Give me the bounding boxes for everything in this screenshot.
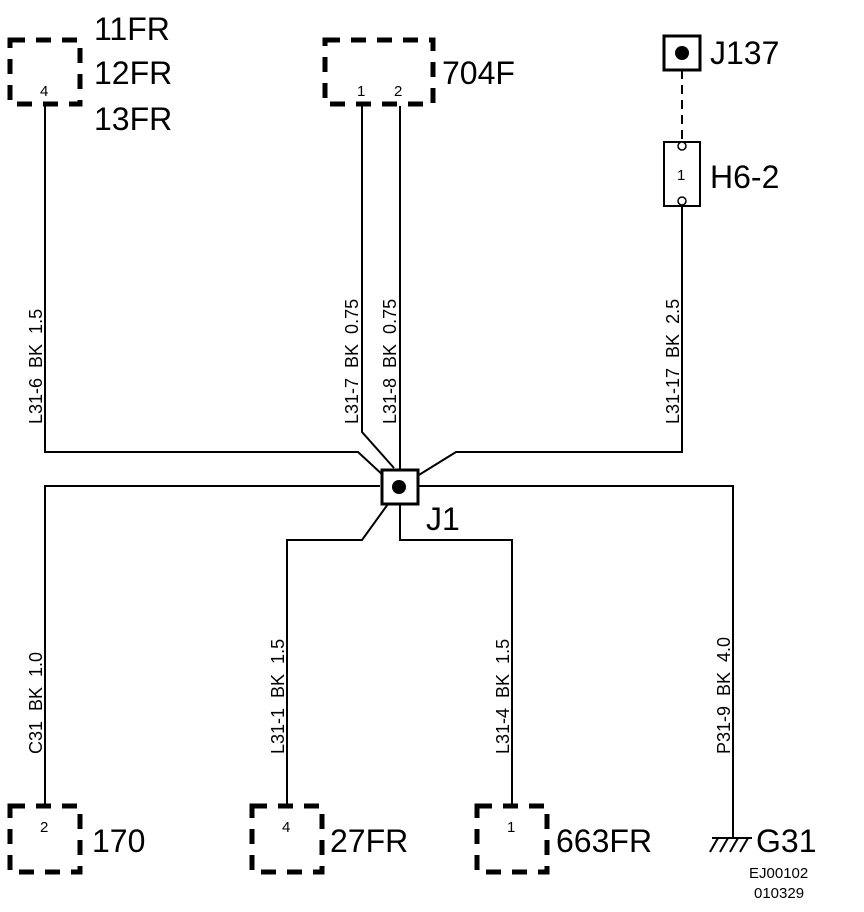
wire-label-l31-1: L31-1 BK 1.5 bbox=[268, 639, 288, 754]
connector-27fr: 4 27FR bbox=[249, 803, 408, 875]
connector-170-housing bbox=[7, 803, 83, 875]
diagram-date: 010329 bbox=[754, 885, 804, 902]
ground-g31: G31 bbox=[709, 823, 816, 859]
connector-704f-housing bbox=[322, 37, 436, 107]
wire-label-l31-4: L31-4 BK 1.5 bbox=[493, 639, 513, 754]
splice-j137-label: J137 bbox=[710, 35, 779, 71]
wire-label-l31-7: L31-7 BK 0.75 bbox=[342, 299, 362, 424]
connector-663fr-label: 663FR bbox=[556, 823, 652, 859]
connector-663fr-pin: 1 bbox=[507, 819, 515, 836]
splice-j1-label: J1 bbox=[426, 501, 460, 537]
ground-hatch-3 bbox=[729, 837, 739, 853]
wire-l31-1 bbox=[286, 503, 389, 806]
splice-j137: J137 bbox=[662, 34, 779, 141]
connector-13fr-label: 13FR bbox=[94, 101, 172, 137]
diagram-code: EJ00102 bbox=[749, 865, 808, 882]
connector-663fr-housing bbox=[474, 803, 550, 875]
splice-j137-dot bbox=[675, 46, 689, 60]
splice-j1-dot bbox=[392, 480, 406, 494]
connector-27fr-label: 27FR bbox=[330, 823, 408, 859]
ground-hatch-2 bbox=[719, 837, 729, 853]
connector-h6-2-pin: 1 bbox=[677, 167, 685, 184]
ground-hatch-4 bbox=[739, 837, 749, 853]
wire-label-l31-8: L31-8 BK 0.75 bbox=[380, 299, 400, 424]
connector-27fr-pin: 4 bbox=[282, 819, 290, 836]
connector-704f: 1 2 704F bbox=[322, 37, 515, 107]
connector-h6-2-terminal-top bbox=[677, 141, 687, 151]
wire-c31 bbox=[44, 485, 380, 806]
connector-12fr-label: 12FR bbox=[94, 55, 172, 91]
connector-170: 2 170 bbox=[7, 803, 145, 875]
connector-170-pin: 2 bbox=[40, 819, 48, 836]
connector-11fr-housing bbox=[7, 37, 83, 107]
connector-704f-pin-2: 2 bbox=[394, 83, 402, 100]
connector-h6-2-terminal-bottom bbox=[677, 196, 687, 206]
connector-11fr-pin: 4 bbox=[40, 83, 48, 100]
ground-g31-label: G31 bbox=[756, 823, 816, 859]
wire-label-c31: C31 BK 1.0 bbox=[26, 652, 46, 754]
wire-label-l31-6: L31-6 BK 1.5 bbox=[26, 309, 46, 424]
wire-p31-9 bbox=[418, 485, 734, 838]
splice-j1: J1 bbox=[380, 468, 460, 537]
connector-h6-2: 1 H6-2 bbox=[663, 141, 779, 207]
connector-27fr-housing bbox=[249, 803, 325, 875]
wire-l31-17 bbox=[413, 206, 683, 479]
connector-704f-pin-1: 1 bbox=[357, 83, 365, 100]
wire-label-l31-17: L31-17 BK 2.5 bbox=[663, 299, 683, 424]
ground-hatch-1 bbox=[709, 837, 719, 853]
wire-l31-4 bbox=[399, 504, 513, 806]
connector-11fr: 4 11FR 12FR 13FR bbox=[7, 11, 172, 137]
wire-l31-6 bbox=[44, 106, 387, 479]
connector-170-label: 170 bbox=[92, 823, 145, 859]
connector-h6-2-label: H6-2 bbox=[710, 159, 779, 195]
wire-label-p31-9: P31-9 BK 4.0 bbox=[714, 637, 734, 754]
connector-11fr-label: 11FR bbox=[94, 11, 170, 47]
wire-l31-7 bbox=[361, 106, 395, 469]
connector-704f-label: 704F bbox=[442, 55, 515, 91]
connector-663fr: 1 663FR bbox=[474, 803, 652, 875]
